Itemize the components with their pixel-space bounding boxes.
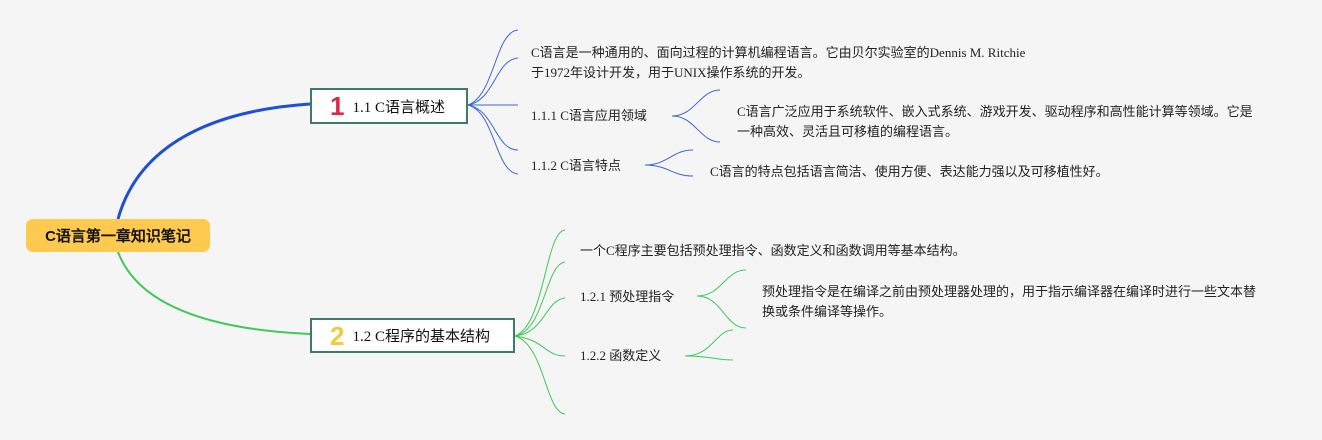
subtopic-1-1-1-detail: C语言广泛应用于系统软件、嵌入式系统、游戏开发、驱动程序和高性能计算等领域。它是…	[737, 104, 1253, 139]
subtopic-1-2-1[interactable]: 1.2.1 预处理指令	[580, 289, 675, 304]
root-topic[interactable]: C语言第一章知识笔记	[26, 219, 210, 252]
topic-1-1-intro: C语言是一种通用的、面向过程的计算机编程语言。它由贝尔实验室的Dennis M.…	[531, 45, 1026, 80]
subtopic-1-1-2[interactable]: 1.1.2 C语言特点	[531, 158, 621, 173]
number-badge: 1	[330, 91, 345, 121]
subtopic-1-2-2[interactable]: 1.2.2 函数定义	[580, 348, 662, 363]
topic-1-2-intro: 一个C程序主要包括预处理指令、函数定义和函数调用等基本结构。	[580, 243, 966, 258]
root-to-topic1-edge	[116, 102, 311, 220]
topic-label: 1.2 C程序的基本结构	[352, 329, 490, 345]
topic-label: 1.1 C语言概述	[352, 99, 445, 116]
subtopic-1-1-1[interactable]: 1.1.1 C语言应用领域	[531, 108, 647, 123]
topic2-fan	[514, 229, 747, 415]
root-to-topic2-edge	[117, 251, 311, 335]
topic-1-1[interactable]: 1 1.1 C语言概述	[310, 88, 468, 124]
subtopic-1-2-1-detail: 预处理指令是在编译之前由预处理器处理的，用于指示编译器在编译时进行一些文本替换或…	[762, 284, 1257, 319]
subtopic-1-1-2-detail: C语言的特点包括语言简洁、使用方便、表达能力强以及可移植性好。	[710, 164, 1109, 179]
topic1-fan	[467, 29, 721, 177]
root-topic-label: C语言第一章知识笔记	[45, 228, 191, 245]
number-badge: 2	[330, 320, 345, 351]
topic-1-2[interactable]: 2 1.2 C程序的基本结构	[310, 318, 515, 353]
